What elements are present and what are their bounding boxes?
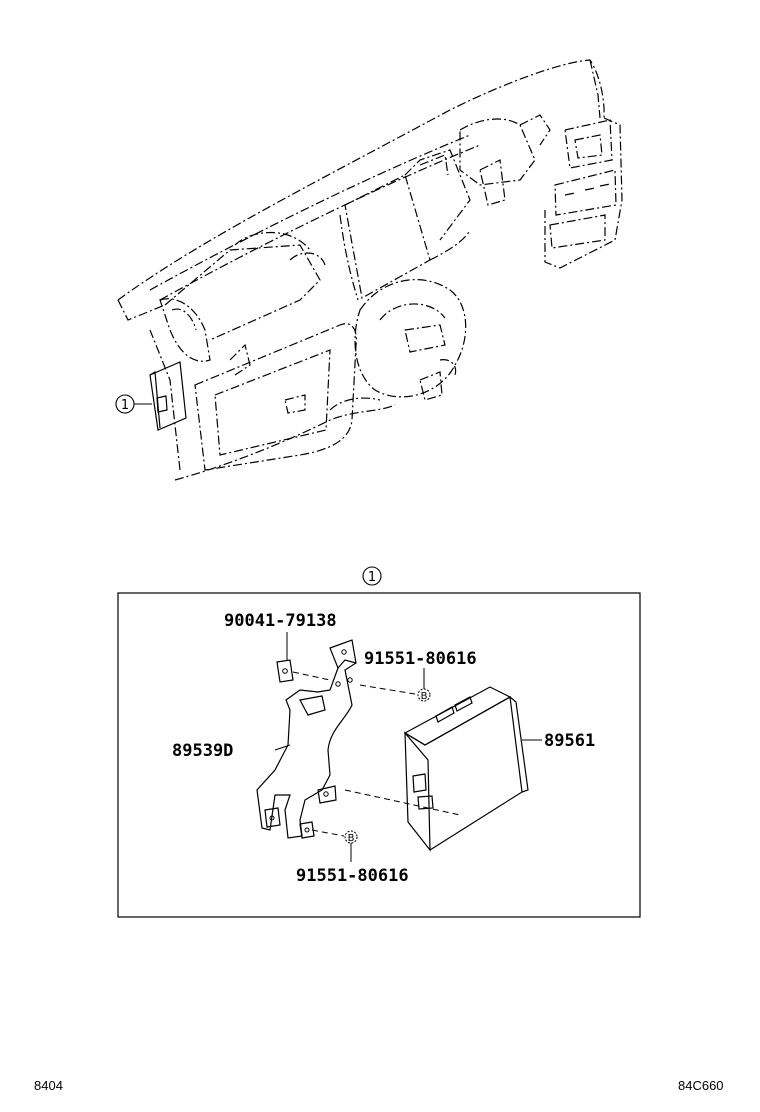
- part-label-89561: 89561: [544, 731, 595, 751]
- screw-marker-bottom: B: [311, 829, 358, 862]
- marker-b-top-text: B: [421, 691, 428, 702]
- footer-left-code: 8404: [34, 1078, 63, 1093]
- part-label-89539d: 89539D: [172, 741, 233, 761]
- callout-1-text: 1: [121, 398, 129, 413]
- callout-1-detail-text: 1: [368, 570, 376, 585]
- screw-marker-top: B: [417, 668, 431, 702]
- callout-1-dashboard: 1: [115, 394, 152, 414]
- part-label-90041-79138: 90041-79138: [224, 611, 337, 631]
- part-label-91551-80616-bottom: 91551-80616: [296, 866, 409, 886]
- footer-right-code: 84C660: [678, 1078, 724, 1093]
- detail-frame: [117, 592, 641, 918]
- detail-callout-1: 1: [362, 566, 382, 586]
- ecu-illustration: [344, 684, 542, 852]
- bracket-illustration: [256, 639, 357, 839]
- nut-illustration: [276, 632, 331, 683]
- instrument-panel-illustration: [117, 59, 623, 481]
- marker-b-bottom-text: B: [348, 833, 355, 844]
- part-label-91551-80616-top: 91551-80616: [364, 649, 477, 669]
- ecu-installed-illustration: [149, 361, 187, 431]
